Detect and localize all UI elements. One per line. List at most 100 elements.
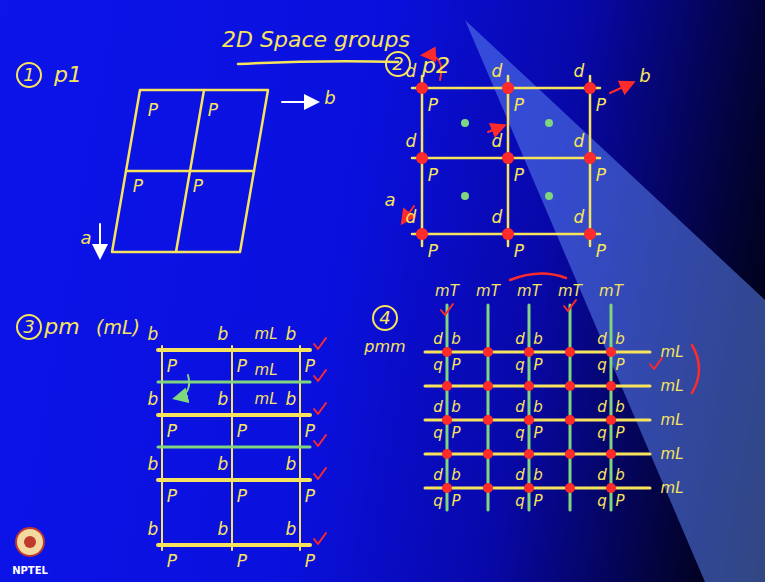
twofold-axis [502, 82, 514, 94]
twofold-axis [416, 152, 428, 164]
title-underline [238, 61, 398, 64]
check-mark [314, 403, 326, 414]
mirror-line [425, 453, 650, 456]
handwritten-label: P [167, 358, 177, 375]
handwritten-label: P [167, 553, 177, 570]
twofold-axis [606, 449, 616, 459]
number-circle [373, 306, 397, 330]
handwritten-label: q [597, 426, 607, 441]
twofold-axis [606, 483, 616, 493]
twofold-axis [524, 381, 534, 391]
twofold-axis [461, 119, 469, 127]
handwritten-label: P [237, 358, 247, 375]
handwritten-label: a [80, 229, 91, 247]
mirror-line [425, 385, 650, 388]
handwritten-label: b [639, 67, 650, 85]
handwritten-label: p2 [422, 55, 450, 77]
handwritten-label: P [514, 243, 524, 260]
twofold-axis [416, 82, 428, 94]
handwritten-label: d [515, 332, 525, 347]
twofold-axis [502, 152, 514, 164]
handwritten-label: b [451, 468, 461, 483]
handwritten-label: P [305, 553, 315, 570]
twofold-axis [461, 192, 469, 200]
handwritten-label: b [533, 332, 543, 347]
handwritten-label: d [492, 133, 503, 150]
check-mark [314, 435, 326, 446]
mirror-line [610, 305, 613, 510]
handwritten-label: b [533, 400, 543, 415]
handwritten-label: q [433, 426, 443, 441]
highlight-arc [510, 273, 566, 280]
handwritten-label: mL [255, 392, 278, 407]
handwritten-label: P [596, 97, 606, 114]
mirror-line [528, 305, 531, 510]
axis-arrow [282, 101, 316, 103]
handwritten-label: mL [661, 379, 684, 394]
twofold-axis [545, 119, 553, 127]
handwritten-label: mT [435, 284, 459, 299]
handwritten-label: b [286, 391, 297, 408]
slide-title: 2D Space groups [222, 29, 410, 51]
handwritten-label: mL [255, 363, 278, 378]
bracket [692, 345, 699, 393]
mirror-line [487, 305, 490, 510]
handwritten-label: P [615, 494, 624, 509]
handwritten-label: mL [661, 447, 684, 462]
twofold-axis [524, 483, 534, 493]
handwritten-label: P [533, 426, 542, 441]
handwritten-label: mL [255, 327, 278, 342]
handwritten-label: P [428, 97, 438, 114]
handwritten-label: P [167, 423, 177, 440]
twofold-axis [442, 381, 452, 391]
handwritten-label: b [286, 326, 297, 343]
handwritten-label: NPTEL [12, 566, 48, 576]
handwritten-label: b [451, 332, 461, 347]
handwritten-label: d [433, 400, 443, 415]
twofold-axis [606, 381, 616, 391]
handwritten-label: d [492, 63, 503, 80]
check-mark [650, 358, 662, 369]
handwritten-label: d [574, 209, 585, 226]
handwritten-label: b [324, 89, 335, 107]
light-beam [465, 20, 765, 582]
twofold-axis [483, 415, 493, 425]
handwritten-label: b [218, 391, 229, 408]
handwritten-label: P [305, 423, 315, 440]
logo [24, 536, 36, 548]
handwritten-label: mL [661, 345, 684, 360]
handwritten-label: P [533, 494, 542, 509]
twofold-axis [483, 381, 493, 391]
twofold-axis [524, 449, 534, 459]
handwritten-label: b [148, 521, 159, 538]
twofold-axis [584, 228, 596, 240]
handwritten-label: P [167, 488, 177, 505]
handwritten-label: d [406, 209, 417, 226]
handwritten-label: q [433, 358, 443, 373]
mirror-line [158, 381, 310, 384]
check-mark [564, 300, 576, 311]
twofold-axis [565, 381, 575, 391]
handwritten-label: P [305, 358, 315, 375]
twofold-axis [524, 347, 534, 357]
handwritten-label: d [515, 400, 525, 415]
handwritten-label: P [428, 243, 438, 260]
check-mark [314, 468, 326, 479]
twofold-axis [606, 415, 616, 425]
twofold-axis [565, 449, 575, 459]
twofold-axis [524, 415, 534, 425]
handwritten-label: d [515, 468, 525, 483]
number-circle [17, 315, 41, 339]
handwritten-label: P [514, 167, 524, 184]
handwritten-label: mT [599, 284, 623, 299]
handwritten-label: mT [558, 284, 582, 299]
handwritten-label: mL [661, 413, 684, 428]
handwritten-label: P [237, 423, 247, 440]
handwritten-label: P [514, 97, 524, 114]
handwritten-label: d [492, 209, 503, 226]
handwritten-label: P [208, 102, 218, 119]
handwritten-label: b [218, 326, 229, 343]
mirror-line [425, 419, 650, 422]
handwritten-label: b [148, 456, 159, 473]
